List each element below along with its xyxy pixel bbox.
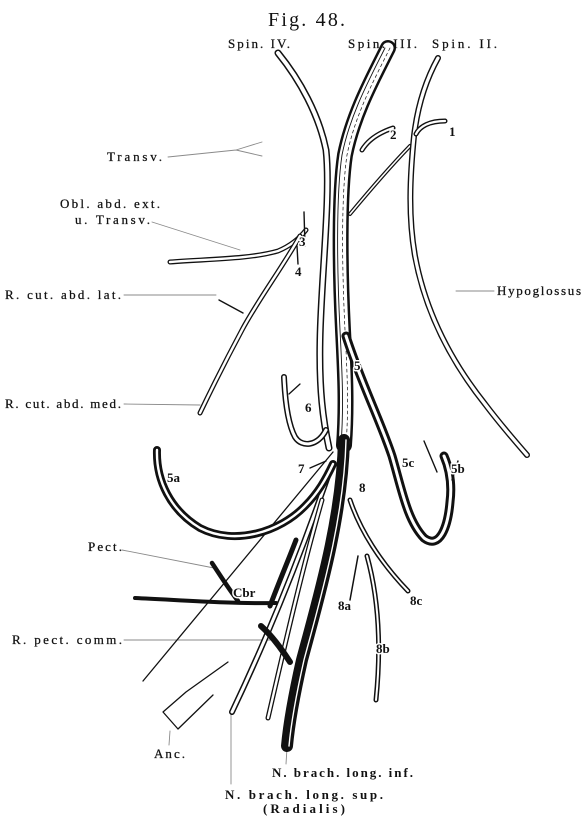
branch-number-5a: 5a bbox=[167, 470, 181, 485]
leader-pect bbox=[122, 550, 214, 568]
nerve-core bbox=[157, 450, 333, 536]
branch-8a bbox=[350, 556, 358, 600]
nerve-stub bbox=[289, 384, 300, 394]
branch-number-1: 1 bbox=[449, 124, 456, 139]
branch-number-8c: 8c bbox=[410, 593, 423, 608]
label-u-transv: u. Transv. bbox=[75, 212, 150, 227]
anc-nerve bbox=[163, 662, 228, 729]
branch-5a-arc bbox=[157, 450, 333, 536]
label-r-cut-abd-med: R. cut. abd. med. bbox=[5, 396, 121, 411]
branch-number-5c: 5c bbox=[402, 455, 415, 470]
branch-number-5: 5 bbox=[354, 358, 361, 373]
branch-4 bbox=[297, 246, 298, 264]
nerve-edge bbox=[362, 128, 393, 150]
label-r-pect-comm: R. pect. comm. bbox=[12, 632, 122, 647]
leader-obl-abd-ext bbox=[152, 222, 240, 250]
label-n-brach-long-sup: N. brach. long. sup. bbox=[225, 787, 383, 802]
label-spin-iii: Spin. III. bbox=[348, 36, 417, 51]
nerve-edge bbox=[157, 450, 333, 536]
label-transv: Transv. bbox=[107, 149, 162, 164]
branch-number-2: 2 bbox=[390, 127, 397, 142]
nerve-core bbox=[350, 500, 408, 591]
nerve-stub bbox=[219, 300, 243, 313]
nerve-edge bbox=[346, 336, 451, 541]
leader-lines bbox=[122, 142, 494, 784]
branch-number-6: 6 bbox=[305, 400, 312, 415]
branch-number-3: 3 bbox=[299, 234, 306, 249]
branch-7 bbox=[310, 461, 326, 468]
nerve-core bbox=[350, 146, 410, 214]
branch-2-nerve bbox=[362, 128, 393, 150]
branch-8b-nerve bbox=[367, 556, 379, 700]
branch-label-cbr: Cbr bbox=[233, 585, 256, 600]
branch-5c bbox=[424, 441, 437, 472]
label-hypoglossus: Hypoglossus bbox=[497, 283, 581, 298]
label-n-brach-long-inf: N. brach. long. inf. bbox=[272, 765, 413, 780]
branch-number-4: 4 bbox=[295, 264, 302, 279]
leader-transv bbox=[168, 142, 262, 157]
label-pect: Pect. bbox=[88, 539, 122, 554]
figure-title: Fig. 48. bbox=[268, 9, 345, 31]
branch-5-loop bbox=[346, 336, 458, 541]
nerve-core bbox=[410, 58, 527, 455]
label-radialis: (Radialis) bbox=[263, 801, 345, 816]
label-spin-ii: Spin. II. bbox=[432, 36, 497, 51]
pect-cbr-nerves bbox=[135, 540, 296, 662]
leader-r-cut-abd-med bbox=[124, 404, 200, 405]
branch-number-8a: 8a bbox=[338, 598, 352, 613]
branch-number-8b: 8b bbox=[376, 641, 390, 656]
label-anc: Anc. bbox=[154, 746, 185, 761]
nerve-edge bbox=[410, 58, 527, 455]
spin-ii-hypoglossus-nerve bbox=[410, 58, 527, 455]
label-r-cut-abd-lat: R. cut. abd. lat. bbox=[5, 287, 121, 302]
branch-number-7: 7 bbox=[298, 461, 305, 476]
label-obl-abd-ext: Obl. abd. ext. bbox=[60, 196, 160, 211]
nerve-edge bbox=[350, 500, 408, 591]
branch-1-nerve bbox=[416, 121, 445, 134]
branch-number-5b: 5b bbox=[451, 461, 465, 476]
leader-anc bbox=[169, 731, 170, 745]
branch-8c-nerve bbox=[350, 500, 408, 591]
branch-number-8: 8 bbox=[359, 480, 366, 495]
label-spin-iv: Spin. IV. bbox=[228, 36, 290, 51]
connecting-branch bbox=[350, 146, 410, 214]
